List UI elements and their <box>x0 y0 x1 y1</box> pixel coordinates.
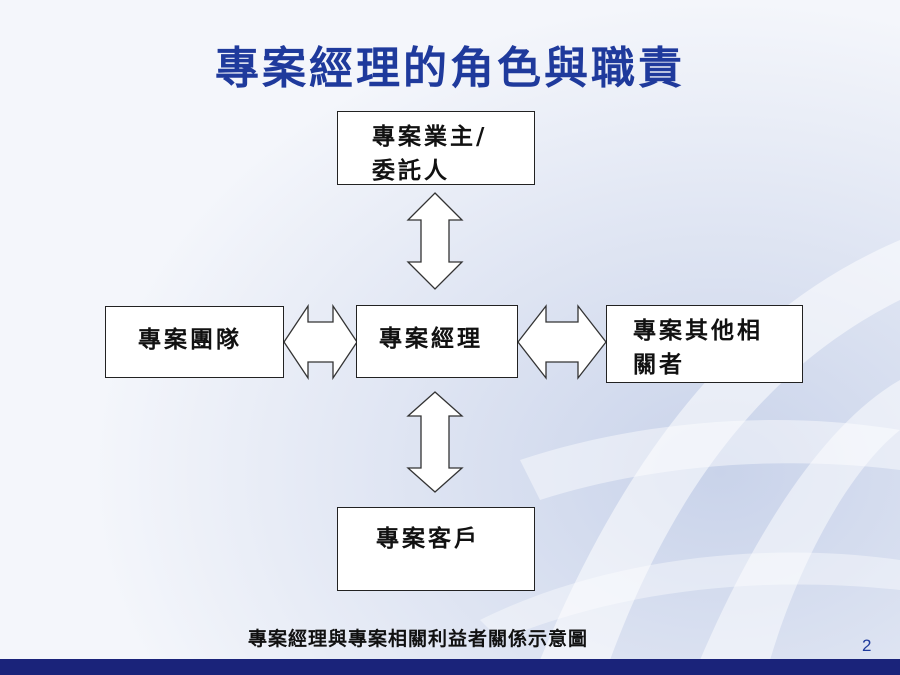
node-project-owner: 專案業主/ 委託人 <box>337 111 535 185</box>
double-arrow-owner-pm <box>406 192 464 290</box>
double-arrow-pm-other <box>517 304 607 380</box>
slide-title: 專案經理的角色與職責 <box>215 43 685 94</box>
node-label-line: 專案其他相 <box>633 317 763 344</box>
node-label: 專案經理 <box>379 325 483 352</box>
page-number: 2 <box>862 636 872 655</box>
node-project-manager: 專案經理 <box>356 305 518 378</box>
double-arrow-pm-client <box>406 391 464 493</box>
diagram-caption: 專案經理與專案相關利益者關係示意圖 <box>248 628 589 650</box>
node-label: 專案團隊 <box>138 326 242 353</box>
node-label: 專案客戶 <box>376 525 480 552</box>
node-project-team: 專案團隊 <box>105 306 284 378</box>
node-label-line: 關者 <box>633 351 685 378</box>
node-project-client: 專案客戶 <box>337 507 535 591</box>
node-other-stakeholders: 專案其他相 關者 <box>606 305 803 383</box>
footer-bar <box>0 659 900 675</box>
node-label-line: 委託人 <box>372 157 450 184</box>
node-label-line: 專案業主/ <box>372 123 488 150</box>
double-arrow-team-pm <box>283 303 358 381</box>
